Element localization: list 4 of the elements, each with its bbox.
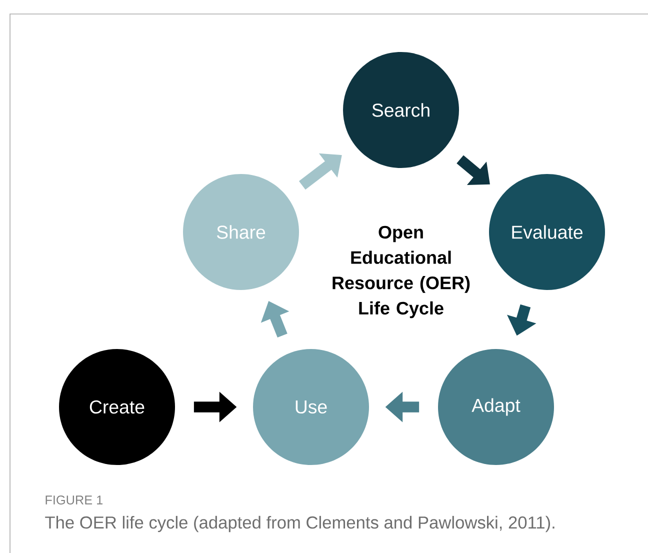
caption: The OER life cycle (adapted from Clements and Pawlowski, 2011). (45, 516, 554, 532)
center-title: Open Educational Resource (OER) Life Cycle (332, 226, 470, 318)
block-arrow (456, 155, 490, 185)
figure-number: FIGURE 1 (46, 496, 102, 504)
